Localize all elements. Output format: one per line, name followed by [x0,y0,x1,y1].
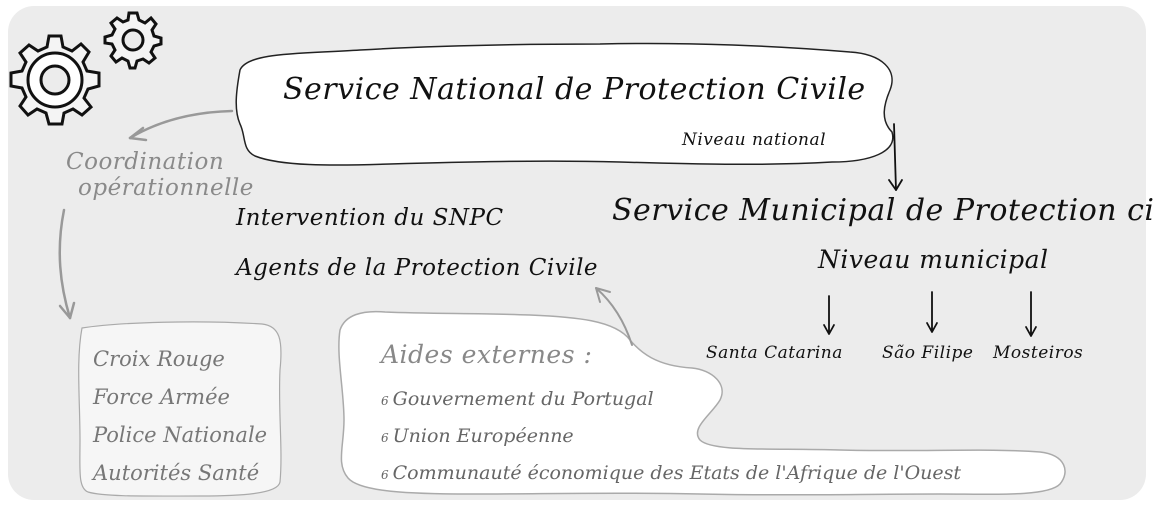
external-aid-item-label: Union Européenne [392,425,574,447]
organizations-box [78,321,282,497]
municipal-level-label: Niveau municipal [818,245,1049,274]
organization-item: Police Nationale [93,423,268,447]
arrows-to-municipalities [823,291,1037,337]
organization-item: Force Armée [93,385,230,409]
organization-item: Croix Rouge [93,347,225,371]
arrow-to-municipal [888,123,903,191]
municipality-sao-filipe: São Filipe [882,343,974,363]
coordination-label-line2: opérationnelle [78,175,254,201]
municipal-service-title: Service Municipal de Protection civile [612,193,1155,228]
arrow-to-coordination [128,109,234,142]
external-aid-bullet: 6 [381,394,389,408]
gears-icon [9,11,163,126]
national-cloud [235,42,894,166]
national-service-title: Service National de Protection Civile [283,72,866,107]
national-level-label: Niveau national [682,130,827,150]
external-aid-bullet: 6 [381,468,389,482]
external-aid-item-label: Gouvernement du Portugal [392,388,654,410]
snpc-intervention-label: Intervention du SNPC [236,205,504,231]
organization-item: Autorités Santé [93,461,260,485]
coordination-label-line1: Coordination [66,149,225,175]
organizations-list: Croix Rouge Force Armée Police Nationale… [93,340,267,492]
aid-cloud [338,310,1066,496]
civil-protection-agents-label: Agents de la Protection Civile [236,255,599,281]
external-aid-bullet: 6 [381,431,389,445]
municipality-santa-catarina: Santa Catarina [706,343,843,363]
external-aid-item-label: Communauté économique des Etats de l'Afr… [392,462,962,484]
arrow-to-organizations [58,208,76,320]
arrow-to-agents [595,287,633,346]
external-aid-title: Aides externes : [381,340,593,369]
municipality-mosteiros: Mosteiros [993,343,1084,363]
